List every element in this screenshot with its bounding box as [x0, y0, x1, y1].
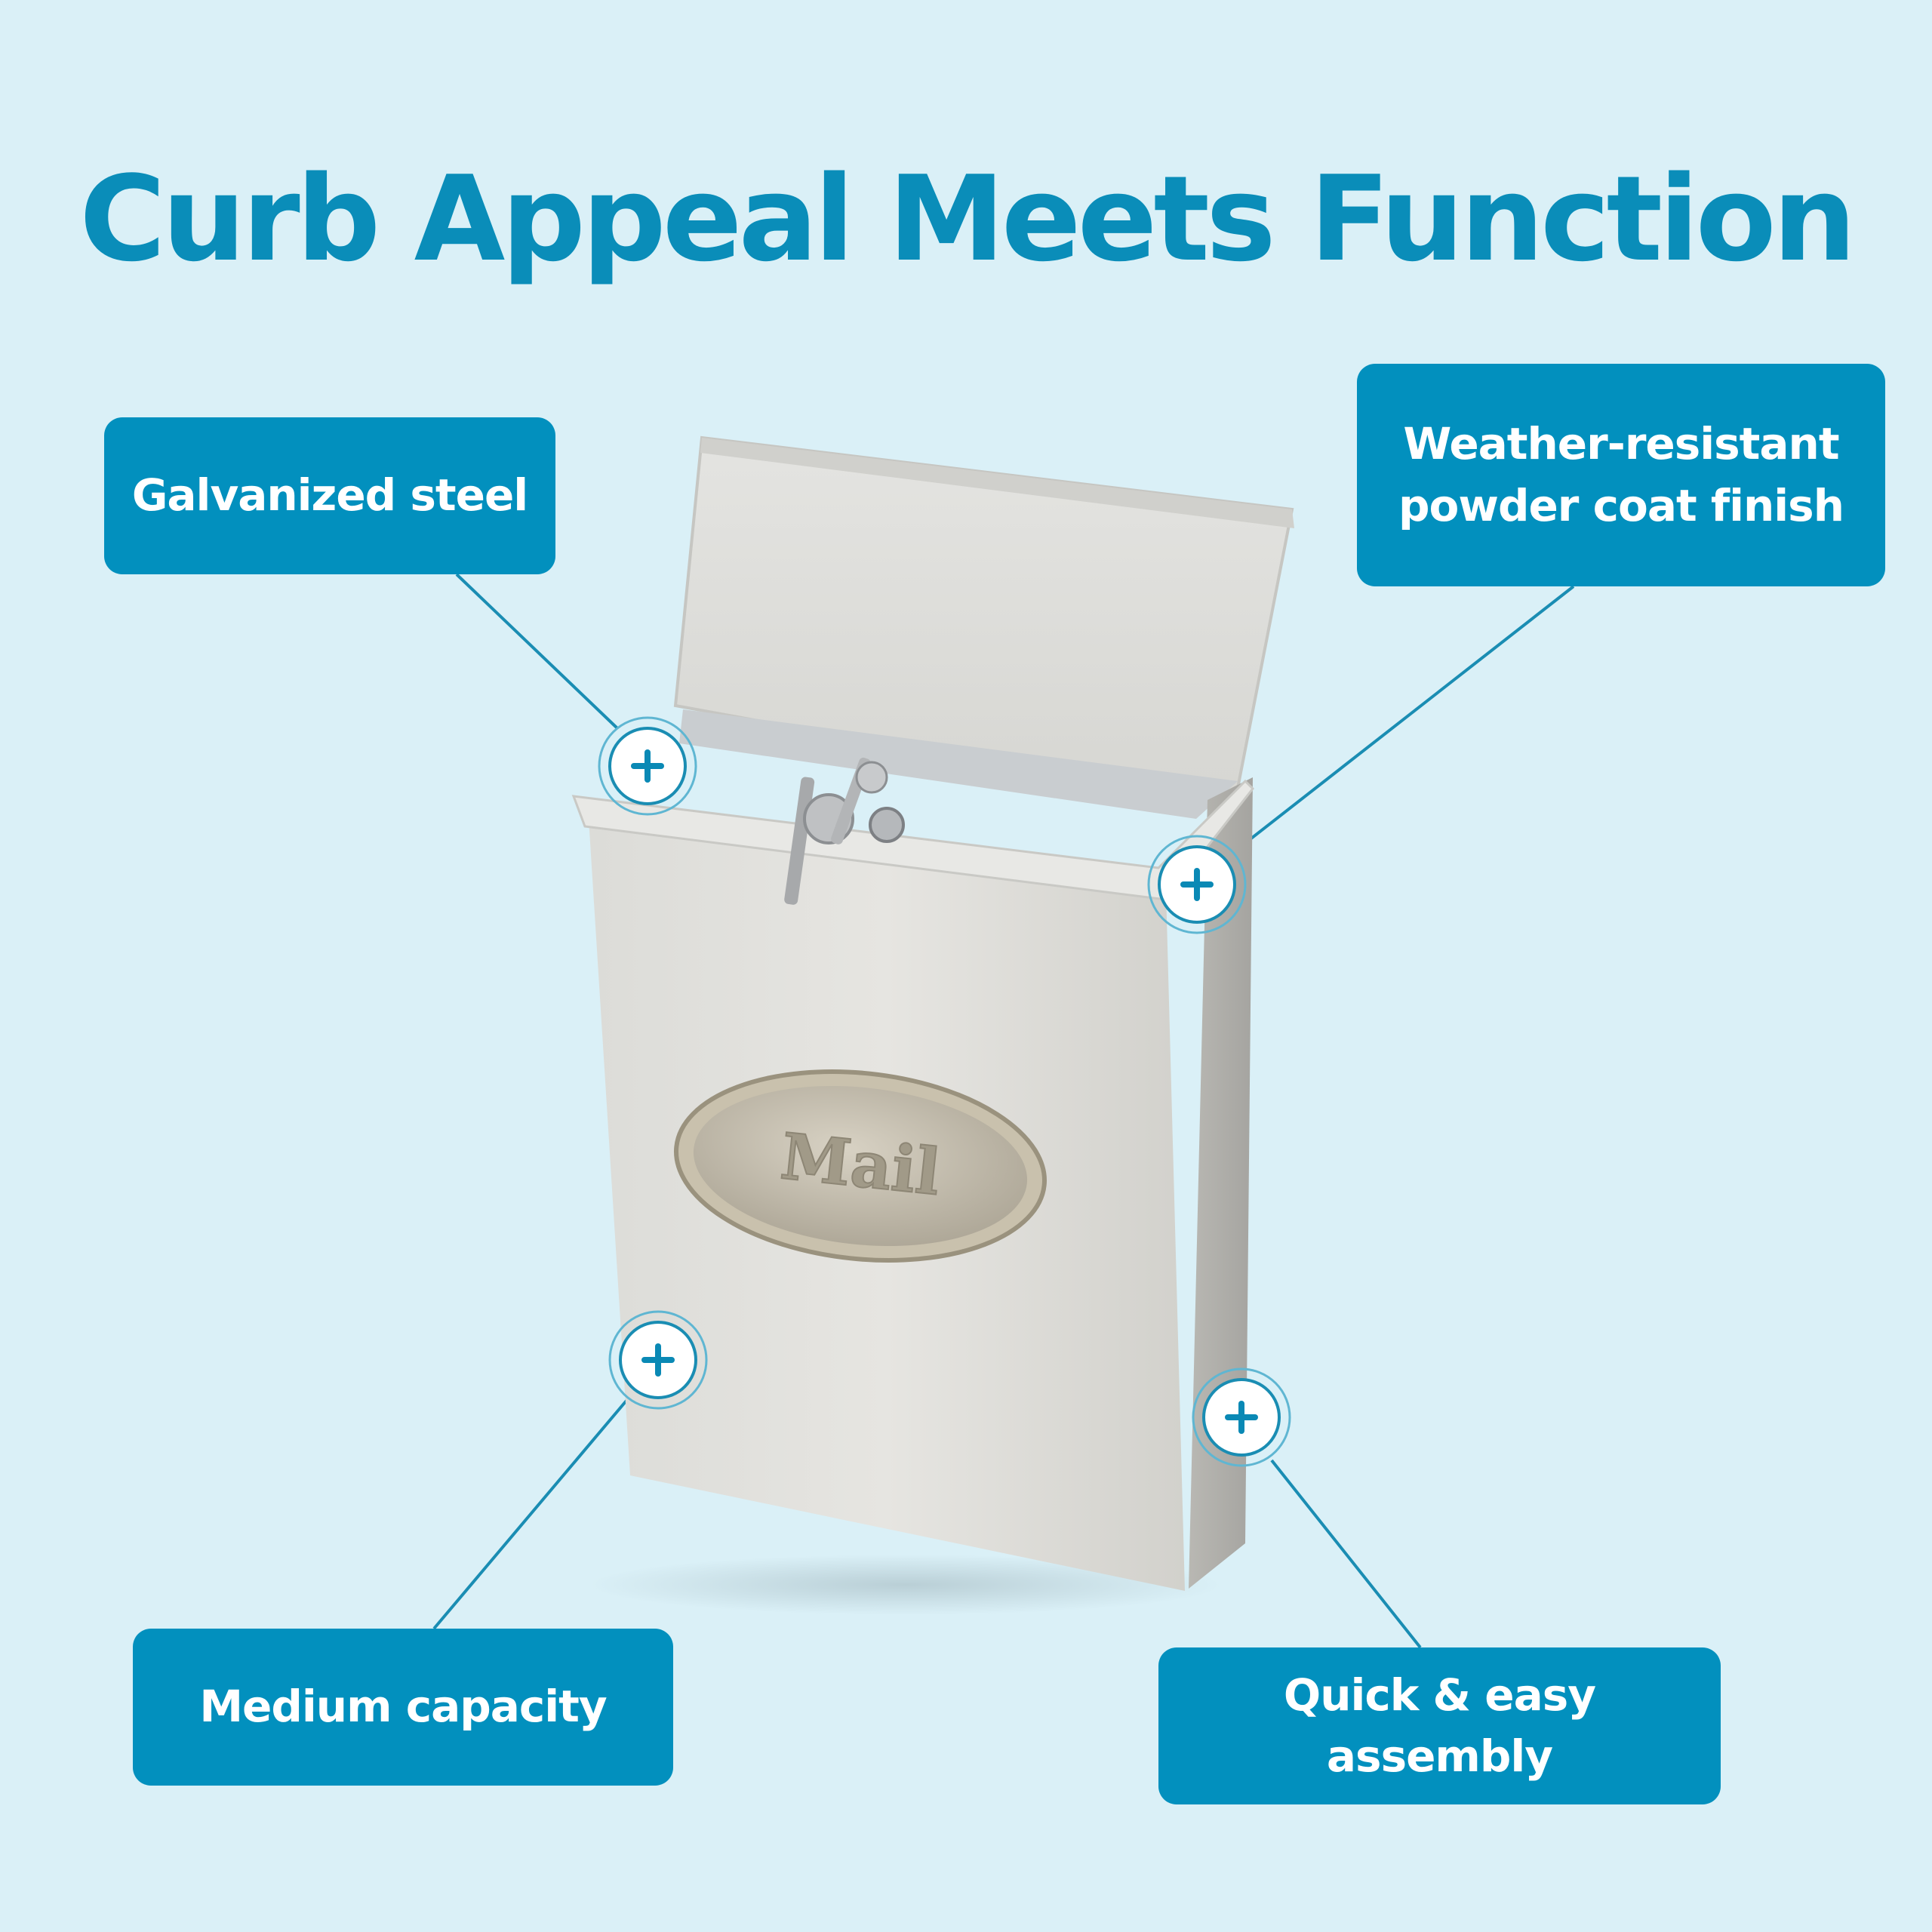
connector-capacity — [432, 1395, 632, 1630]
callout-quick-assembly: Quick & easy assembly — [1158, 1647, 1721, 1804]
mailbox-lock — [869, 807, 905, 843]
callout-medium-capacity: Medium capacity — [133, 1629, 673, 1786]
connector-galvanized — [455, 573, 619, 730]
plaque-text: Mail — [777, 1118, 943, 1210]
mailbox-shadow — [589, 1555, 1223, 1615]
headline: Curb Appeal Meets Function — [79, 150, 1857, 288]
key-icon — [784, 757, 888, 905]
mail-plaque: Mail — [674, 1069, 1047, 1263]
callout-weather-resistant: Weather-resistant powder coat finish — [1357, 364, 1885, 586]
mailbox-illustration: Mail — [571, 435, 1294, 1615]
hotspot-weather[interactable] — [1147, 835, 1247, 934]
callout-capacity-text: Medium capacity — [199, 1681, 607, 1733]
callout-galvanized-text: Galvanized steel — [131, 469, 528, 521]
plus-icon — [1225, 1401, 1258, 1434]
connector-weather — [1236, 585, 1575, 851]
plus-icon — [641, 1343, 675, 1377]
plus-icon — [1180, 868, 1214, 901]
connector-assembly — [1270, 1459, 1422, 1649]
callout-assembly-text: Quick & easy assembly — [1283, 1669, 1596, 1782]
hotspots — [598, 716, 1291, 1467]
hotspot-assembly[interactable] — [1192, 1367, 1291, 1467]
connector-lines — [432, 573, 1575, 1649]
mailbox-lip — [571, 779, 1254, 901]
plus-icon — [631, 749, 664, 783]
hotspot-galvanized[interactable] — [598, 716, 697, 816]
mailbox-slot — [679, 709, 1238, 819]
hotspot-capacity[interactable] — [608, 1310, 708, 1410]
callout-galvanized-steel: Galvanized steel — [104, 417, 555, 574]
mailbox-lid-rim — [700, 438, 1294, 528]
callout-weather-text: Weather-resistant powder coat finish — [1398, 418, 1844, 531]
